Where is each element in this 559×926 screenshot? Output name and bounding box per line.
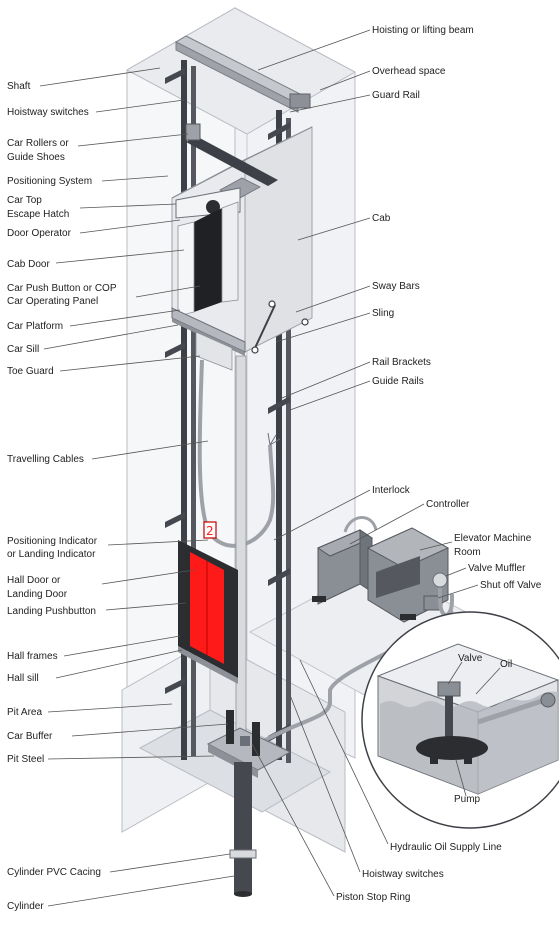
label-hall-sill: Hall sill [7, 673, 39, 684]
label-pit-steel: Pit Steel [7, 754, 44, 765]
label-cab-door: Cab Door [7, 259, 50, 270]
label-positioning-system: Positioning System [7, 176, 92, 187]
label-hall-frames: Hall frames [7, 651, 58, 662]
label-toe-guard: Toe Guard [7, 366, 54, 377]
label-piston-stop-ring: Piston Stop Ring [336, 892, 411, 903]
cylinder [234, 762, 252, 894]
cab-door-frame [178, 222, 194, 316]
label-landing-indicator: or Landing Indicator [7, 549, 96, 560]
label-pump: Pump [454, 794, 481, 805]
label-guard-rail: Guard Rail [372, 90, 420, 101]
label-landing-door: Landing Door [7, 589, 68, 600]
label-sling: Sling [372, 308, 394, 319]
pump-body [416, 736, 488, 760]
label-shut-off-valve: Shut off Valve [480, 580, 542, 591]
labels-left: Shaft Hoistway switches Car Rollers or G… [7, 81, 117, 912]
label-car-push-button: Car Push Button or COP [7, 283, 117, 294]
car-roller [186, 124, 200, 140]
label-hoisting-beam: Hoisting or lifting beam [372, 25, 474, 36]
piston-stop-ring [240, 736, 250, 746]
valve-block [438, 682, 460, 696]
valve-muffler [433, 573, 447, 587]
cylinder-pvc-casing [230, 850, 256, 858]
label-rail-brackets: Rail Brackets [372, 357, 431, 368]
car-buffer-1 [226, 710, 234, 744]
label-landing-pushbutton: Landing Pushbutton [7, 606, 96, 617]
label-hoistway-switches: Hoistway switches [7, 107, 89, 118]
label-interlock: Interlock [372, 485, 411, 496]
label-positioning-indicator: Positioning Indicator [7, 536, 98, 547]
label-hall-door: Hall Door or [7, 575, 61, 586]
label-controller: Controller [426, 499, 470, 510]
label-car-buffer: Car Buffer [7, 731, 53, 742]
label-car-platform: Car Platform [7, 321, 63, 332]
label-room: Room [454, 547, 481, 558]
label-oil: Oil [500, 659, 512, 670]
label-car-sill: Car Sill [7, 344, 39, 355]
label-elevator-machine: Elevator Machine [454, 533, 532, 544]
cab-door [194, 208, 222, 312]
cab-right-wall [245, 127, 312, 352]
svg-text:2: 2 [206, 524, 214, 538]
label-car-operating-panel: Car Operating Panel [7, 296, 98, 307]
label-shaft: Shaft [7, 81, 31, 92]
label-guide-shoes: Guide Shoes [7, 152, 65, 163]
label-valve-muffler: Valve Muffler [468, 563, 526, 574]
label-door-operator: Door Operator [7, 228, 72, 239]
piston [236, 356, 246, 756]
label-travelling-cables: Travelling Cables [7, 454, 84, 465]
label-cylinder-pvc: Cylinder PVC Cacing [7, 867, 101, 878]
label-cylinder: Cylinder [7, 901, 44, 912]
label-cab: Cab [372, 213, 391, 224]
label-sway-bars: Sway Bars [372, 281, 420, 292]
label-car-rollers: Car Rollers or [7, 138, 69, 149]
label-valve: Valve [458, 653, 483, 664]
label-car-top: Car Top [7, 195, 42, 206]
label-escape-hatch: Escape Hatch [7, 209, 69, 220]
label-hydraulic-supply-line: Hydraulic Oil Supply Line [390, 842, 502, 853]
label-pit-area: Pit Area [7, 707, 42, 718]
car-operating-panel [222, 202, 238, 302]
label-guide-rails: Guide Rails [372, 376, 424, 387]
label-hoistway-switches-bottom: Hoistway switches [362, 869, 444, 880]
label-overhead-space: Overhead space [372, 66, 446, 77]
